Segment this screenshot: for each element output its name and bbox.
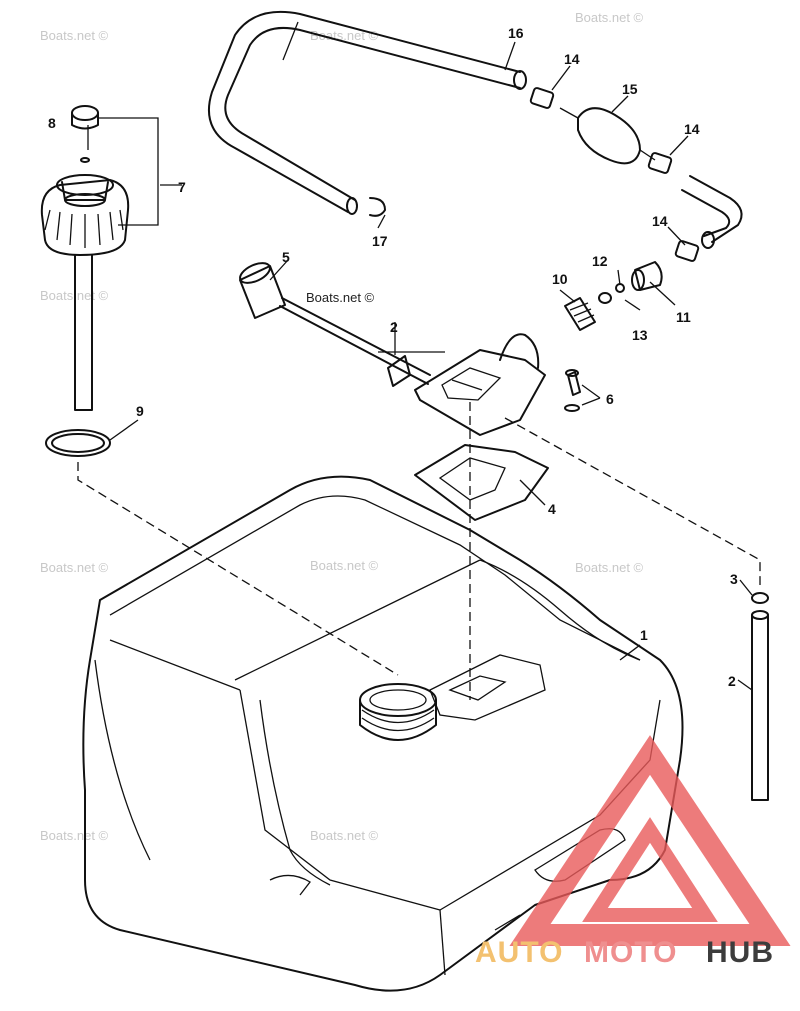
callout-6: 6	[606, 391, 614, 407]
watermark: Boats.net ©	[310, 558, 379, 573]
callout-15: 15	[622, 81, 638, 97]
watermarks: Boats.net © Boats.net © Boats.net © Boat…	[40, 10, 644, 843]
watermark: Boats.net ©	[40, 828, 109, 843]
callout-9: 9	[136, 403, 144, 419]
callout-12: 12	[592, 253, 608, 269]
callout-14: 14	[684, 121, 700, 137]
callout-10: 10	[552, 271, 568, 287]
callout-2: 2	[728, 673, 736, 689]
callout-2: 2	[390, 319, 398, 335]
automotohub-logo: AUTO MOTO HUB	[475, 735, 791, 969]
logo-text-hub: HUB	[706, 936, 774, 969]
fuel-hose-assembly	[207, 10, 743, 262]
callout-14: 14	[652, 213, 668, 229]
callout-7: 7	[178, 179, 186, 195]
callout-13: 13	[632, 327, 648, 343]
logo-triangle	[509, 735, 791, 946]
watermark: Boats.net ©	[310, 28, 379, 43]
assembly-lines	[77, 402, 761, 700]
watermark: Boats.net ©	[575, 10, 644, 25]
watermark: Boats.net ©	[575, 560, 644, 575]
callout-1: 1	[640, 627, 648, 643]
connector-fittings	[564, 261, 663, 331]
callout-8: 8	[48, 115, 56, 131]
watermark: Boats.net ©	[306, 290, 375, 305]
callout-labels: 16 14 15 14 14 17 8 7 5 10 12 11 13 2 6 …	[48, 25, 738, 689]
watermark: Boats.net ©	[40, 28, 109, 43]
callout-3: 3	[730, 571, 738, 587]
fuel-pickup-and-gauge	[239, 262, 581, 436]
o-ring	[45, 429, 111, 457]
callout-17: 17	[372, 233, 388, 249]
pickup-tube	[751, 592, 769, 801]
logo-text-moto: MOTO	[584, 936, 677, 969]
fuel-tank	[82, 475, 684, 992]
logo-text-auto: AUTO	[475, 936, 563, 969]
leader-lines	[87, 41, 753, 691]
watermark: Boats.net ©	[40, 560, 109, 575]
callout-11: 11	[676, 309, 691, 325]
gasket	[414, 444, 549, 521]
callout-14: 14	[564, 51, 580, 67]
callout-5: 5	[282, 249, 290, 265]
callout-16: 16	[508, 25, 524, 41]
watermark: Boats.net ©	[310, 828, 379, 843]
filler-cap-and-gauge	[40, 105, 159, 411]
callout-4: 4	[548, 501, 556, 517]
logo-triangle-inner	[582, 817, 718, 922]
